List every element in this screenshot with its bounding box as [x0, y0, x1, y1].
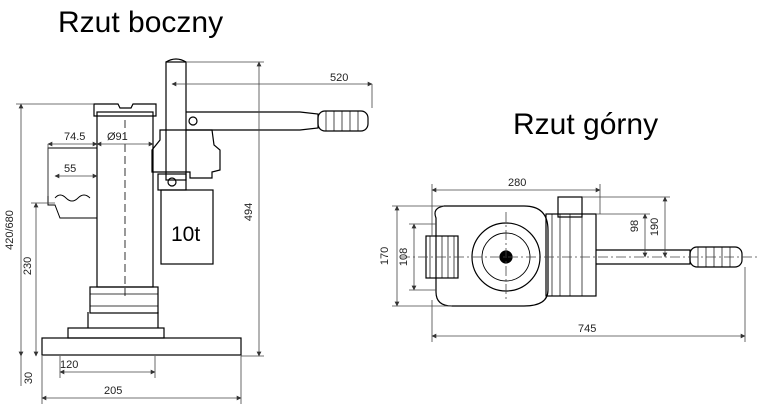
dim-98: 98 — [629, 220, 641, 232]
lever-arm — [186, 111, 319, 131]
side-view-title: Rzut boczny — [58, 6, 224, 39]
base-step — [67, 327, 165, 339]
lifting-head — [93, 103, 157, 117]
dim-205: 205 — [104, 385, 122, 397]
foot-sides — [87, 312, 159, 328]
dim-120: 120 — [60, 359, 78, 371]
dim-190: 190 — [649, 218, 661, 236]
top-view-dimensions — [392, 184, 746, 342]
side-view-drawing — [41, 58, 369, 356]
top-view-centerlines — [400, 212, 760, 302]
side-view-dimensions — [16, 61, 373, 404]
dim-520: 520 — [330, 72, 348, 84]
dim-280: 280 — [508, 177, 526, 189]
dim-108: 108 — [398, 248, 410, 266]
dim-230: 230 — [22, 257, 34, 275]
dim-170: 170 — [379, 247, 391, 265]
lever-grip — [317, 110, 369, 132]
dim-30: 30 — [23, 372, 35, 384]
lifting-claw — [47, 147, 98, 219]
capacity-label: 10t — [171, 223, 200, 246]
dim-55: 55 — [64, 163, 76, 175]
dim-494: 494 — [243, 203, 255, 221]
lower-collar — [89, 286, 159, 314]
dim-diameter-91: Ø91 — [107, 131, 128, 143]
handle-socket — [165, 61, 187, 181]
top-body-outline — [434, 205, 549, 307]
top-view-title: Rzut górny — [513, 108, 659, 141]
dim-745: 745 — [578, 323, 596, 335]
top-valve — [557, 196, 583, 218]
pump-body — [151, 129, 221, 179]
dim-420-680: 420/680 — [4, 210, 16, 250]
pump-valve — [157, 173, 187, 191]
lever-pivot — [188, 116, 198, 126]
top-view-drawing — [425, 196, 743, 307]
oil-reservoir — [160, 189, 214, 265]
top-pump-block — [545, 213, 597, 297]
base-plate — [41, 337, 242, 356]
dim-74-5: 74.5 — [64, 131, 85, 143]
